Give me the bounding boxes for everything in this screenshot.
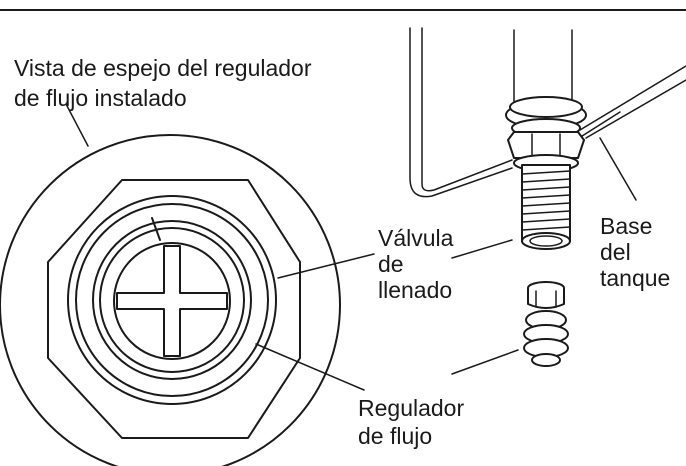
tank-base-drawing [409,27,686,250]
mirror-view-drawing [0,134,341,466]
flow-regulator-label-line1: Regulador [358,395,464,421]
fill-valve-label-line1: Válvula [378,225,454,251]
mirror-view-label-line1: Vista de espejo del regulador [14,55,312,81]
tank-base-label-line3: tanque [600,265,670,291]
flow-regulator-part [523,281,569,367]
seam-line [151,217,161,241]
nut-bore-outer [67,195,277,405]
leader-lines [65,103,637,391]
fill-valve-label-line2: de [378,251,404,277]
hex-nut-outline [47,179,301,439]
flow-regulator-label-line2: de flujo [358,423,432,449]
mirror-view-label-line2: de flujo instalado [14,85,187,111]
regulator-ring-outer [92,220,252,380]
tank-base-label-line2: del [600,239,631,265]
regulator-ring-inner [99,227,245,373]
tank-base-label-line1: Base [600,213,652,239]
outer-ring [0,134,341,466]
nut-bore-inner [75,203,269,397]
cross-housing [113,242,231,360]
fill-valve-label-line3: llenado [378,277,452,303]
cross-insert [116,245,228,357]
